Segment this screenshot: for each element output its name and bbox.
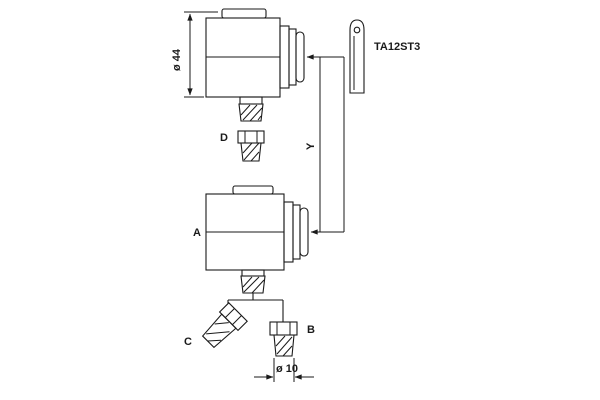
- fitting-b-collar: [269, 321, 298, 336]
- bottom-side-connector: [283, 201, 309, 263]
- label-b: B: [307, 324, 315, 336]
- top-valve-cap: [221, 8, 267, 19]
- dim-label-y: Y: [305, 142, 317, 150]
- clip-plate-hole: [353, 26, 361, 34]
- fitting-d-barb: [240, 142, 262, 162]
- clip-plate: TA12ST3: [349, 19, 420, 94]
- dim-diameter-10: ø 10: [254, 358, 314, 382]
- label-c: C: [184, 336, 192, 348]
- bottom-valve-cap: [232, 185, 274, 195]
- dim-diameter-44: ø 44: [171, 11, 218, 98]
- fitting-b: B: [269, 321, 315, 357]
- bottom-valve-assembly: A: [193, 185, 309, 294]
- fitting-c: C: [184, 302, 248, 349]
- top-side-connector: [279, 25, 305, 89]
- fitting-d: D: [220, 130, 265, 162]
- label-d: D: [220, 132, 228, 144]
- label-a: A: [193, 227, 201, 239]
- fitting-b-barb: [273, 334, 295, 357]
- top-valve-assembly: [205, 8, 305, 122]
- dim-y: Y: [305, 54, 345, 235]
- fitting-d-collar: [237, 130, 265, 144]
- dim-label-diameter-44: ø 44: [171, 48, 183, 71]
- bottom-outlet-barb: [240, 269, 266, 294]
- dim-label-diameter-10: ø 10: [276, 363, 298, 375]
- fitting-c-barb: [201, 313, 237, 349]
- part-label: TA12ST3: [374, 41, 420, 53]
- top-outlet-barb: [238, 96, 264, 122]
- clip-plate-outline: [349, 19, 365, 94]
- fork-connector: [227, 293, 284, 322]
